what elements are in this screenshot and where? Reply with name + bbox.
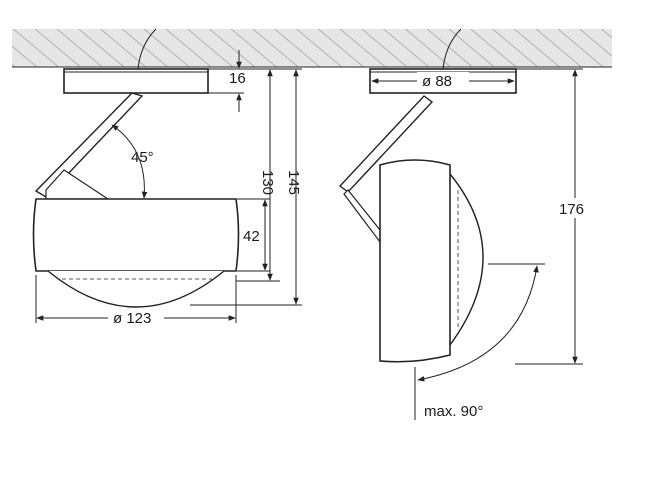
- ceiling: [12, 29, 612, 68]
- left-canopy: [63, 68, 209, 94]
- right-lamp-body: [379, 159, 451, 363]
- dim-canopy-height-label: 16: [229, 70, 246, 87]
- dim-rotated-height-label: 176: [559, 201, 584, 218]
- dim-canopy-diameter-label: ø 88: [422, 73, 452, 90]
- left-lens: [47, 270, 225, 308]
- dim-total-height-label: 145: [285, 170, 302, 195]
- tilt-angle-arc: [111, 124, 148, 199]
- right-stem-block: [343, 189, 381, 244]
- left-view: 45° 16 130 145 42 ø 123: [32, 50, 302, 327]
- dim-height-to-body-label: 130: [259, 170, 276, 195]
- rotation-angle-label: max. 90°: [424, 403, 483, 420]
- tilt-angle-label: 45°: [131, 149, 154, 166]
- dim-body-diameter-label: ø 123: [113, 310, 151, 327]
- right-lens: [449, 173, 484, 346]
- rotation-arc: [417, 265, 539, 382]
- power-cable-right: [442, 28, 462, 70]
- power-cable-left: [137, 28, 157, 70]
- left-stem-arm: [34, 92, 144, 198]
- left-lamp-body: [32, 198, 240, 272]
- right-view: ø 88 max. 90° 176: [338, 68, 595, 420]
- dim-body-height-label: 42: [243, 228, 260, 245]
